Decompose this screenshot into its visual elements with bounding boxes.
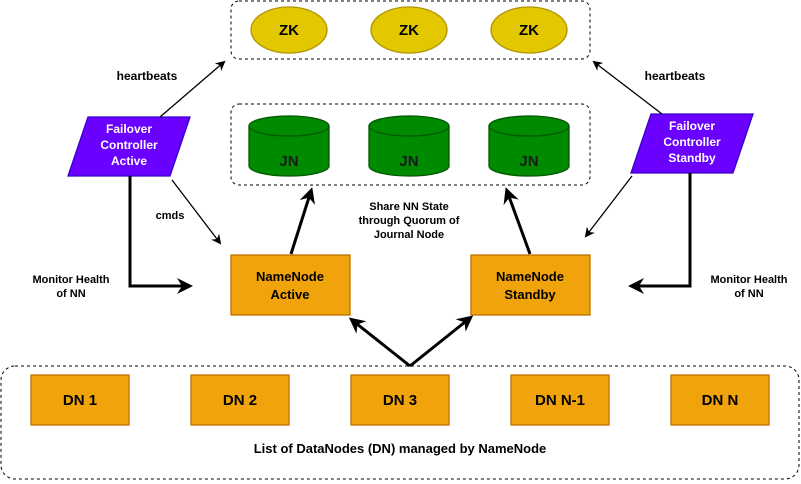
cmds-label: cmds <box>156 210 185 222</box>
datanode-label: DN 3 <box>383 392 417 409</box>
jn-label: JN <box>279 153 298 170</box>
datanode: DN N-1 <box>510 374 610 426</box>
namenode-standby-line1: NameNode <box>496 269 564 284</box>
heartbeat-arrow-right <box>592 60 663 115</box>
failover-standby-line2: Controller <box>663 135 721 149</box>
cmds-arrow-left <box>171 179 222 245</box>
heartbeats-label-right: heartbeats <box>645 69 706 83</box>
datanode: DN N <box>670 374 770 426</box>
share-state-line1: Share NN State <box>369 201 448 213</box>
datanodes-caption: List of DataNodes (DN) managed by NameNo… <box>254 441 547 456</box>
zk-label: ZK <box>519 22 539 39</box>
nn-active-to-jn-arrow <box>289 187 315 255</box>
monitor-health-right-line1: Monitor Health <box>711 274 788 286</box>
namenode-active-line1: NameNode <box>256 269 324 284</box>
zk-node: ZK <box>490 6 568 54</box>
namenode-standby-line2: Standby <box>504 287 556 302</box>
share-state-line2: through Quorum of <box>359 215 460 227</box>
share-state-line3: Journal Node <box>374 229 444 241</box>
zk-label: ZK <box>279 22 299 39</box>
jn-node: JN <box>488 115 570 177</box>
failover-controller-active: Failover Controller Active <box>67 116 191 177</box>
namenode-active: NameNode Active <box>230 254 351 316</box>
zk-group <box>230 0 591 60</box>
failover-active-line2: Controller <box>100 138 158 152</box>
datanode-label: DN N-1 <box>535 392 585 409</box>
jn-node: JN <box>368 115 450 177</box>
zk-label: ZK <box>399 22 419 39</box>
datanode-label: DN 1 <box>63 392 97 409</box>
failover-active-line1: Failover <box>106 122 152 136</box>
jn-node: JN <box>248 115 330 177</box>
jn-label: JN <box>519 153 538 170</box>
monitor-health-left-line2: of NN <box>56 288 85 300</box>
failover-controller-standby: Failover Controller Standby <box>630 113 754 174</box>
namenode-standby: NameNode Standby <box>470 254 591 316</box>
dn-to-nn-active-arrow <box>348 317 411 368</box>
failover-active-line3: Active <box>111 154 147 168</box>
jn-label: JN <box>399 153 418 170</box>
datanode: DN 1 <box>30 374 130 426</box>
zk-node: ZK <box>370 6 448 54</box>
datanode-label: DN 2 <box>223 392 257 409</box>
datanode: DN 2 <box>190 374 290 426</box>
heartbeat-arrow-left <box>159 60 226 118</box>
datanode-label: DN N <box>702 392 739 409</box>
monitor-health-arrow-left <box>128 176 193 294</box>
zk-node: ZK <box>250 6 328 54</box>
monitor-health-right-line2: of NN <box>734 288 763 300</box>
failover-standby-line1: Failover <box>669 119 715 133</box>
cmds-arrow-right <box>584 175 633 238</box>
dn-to-nn-standby-arrow <box>409 315 474 368</box>
monitor-health-left-line1: Monitor Health <box>33 274 110 286</box>
monitor-health-arrow-right <box>628 173 692 294</box>
nn-standby-to-jn-arrow <box>503 187 532 255</box>
namenode-active-line2: Active <box>270 287 309 302</box>
datanodes-group <box>0 365 800 480</box>
heartbeats-label-left: heartbeats <box>117 69 178 83</box>
failover-standby-line3: Standby <box>668 151 716 165</box>
datanode: DN 3 <box>350 374 450 426</box>
